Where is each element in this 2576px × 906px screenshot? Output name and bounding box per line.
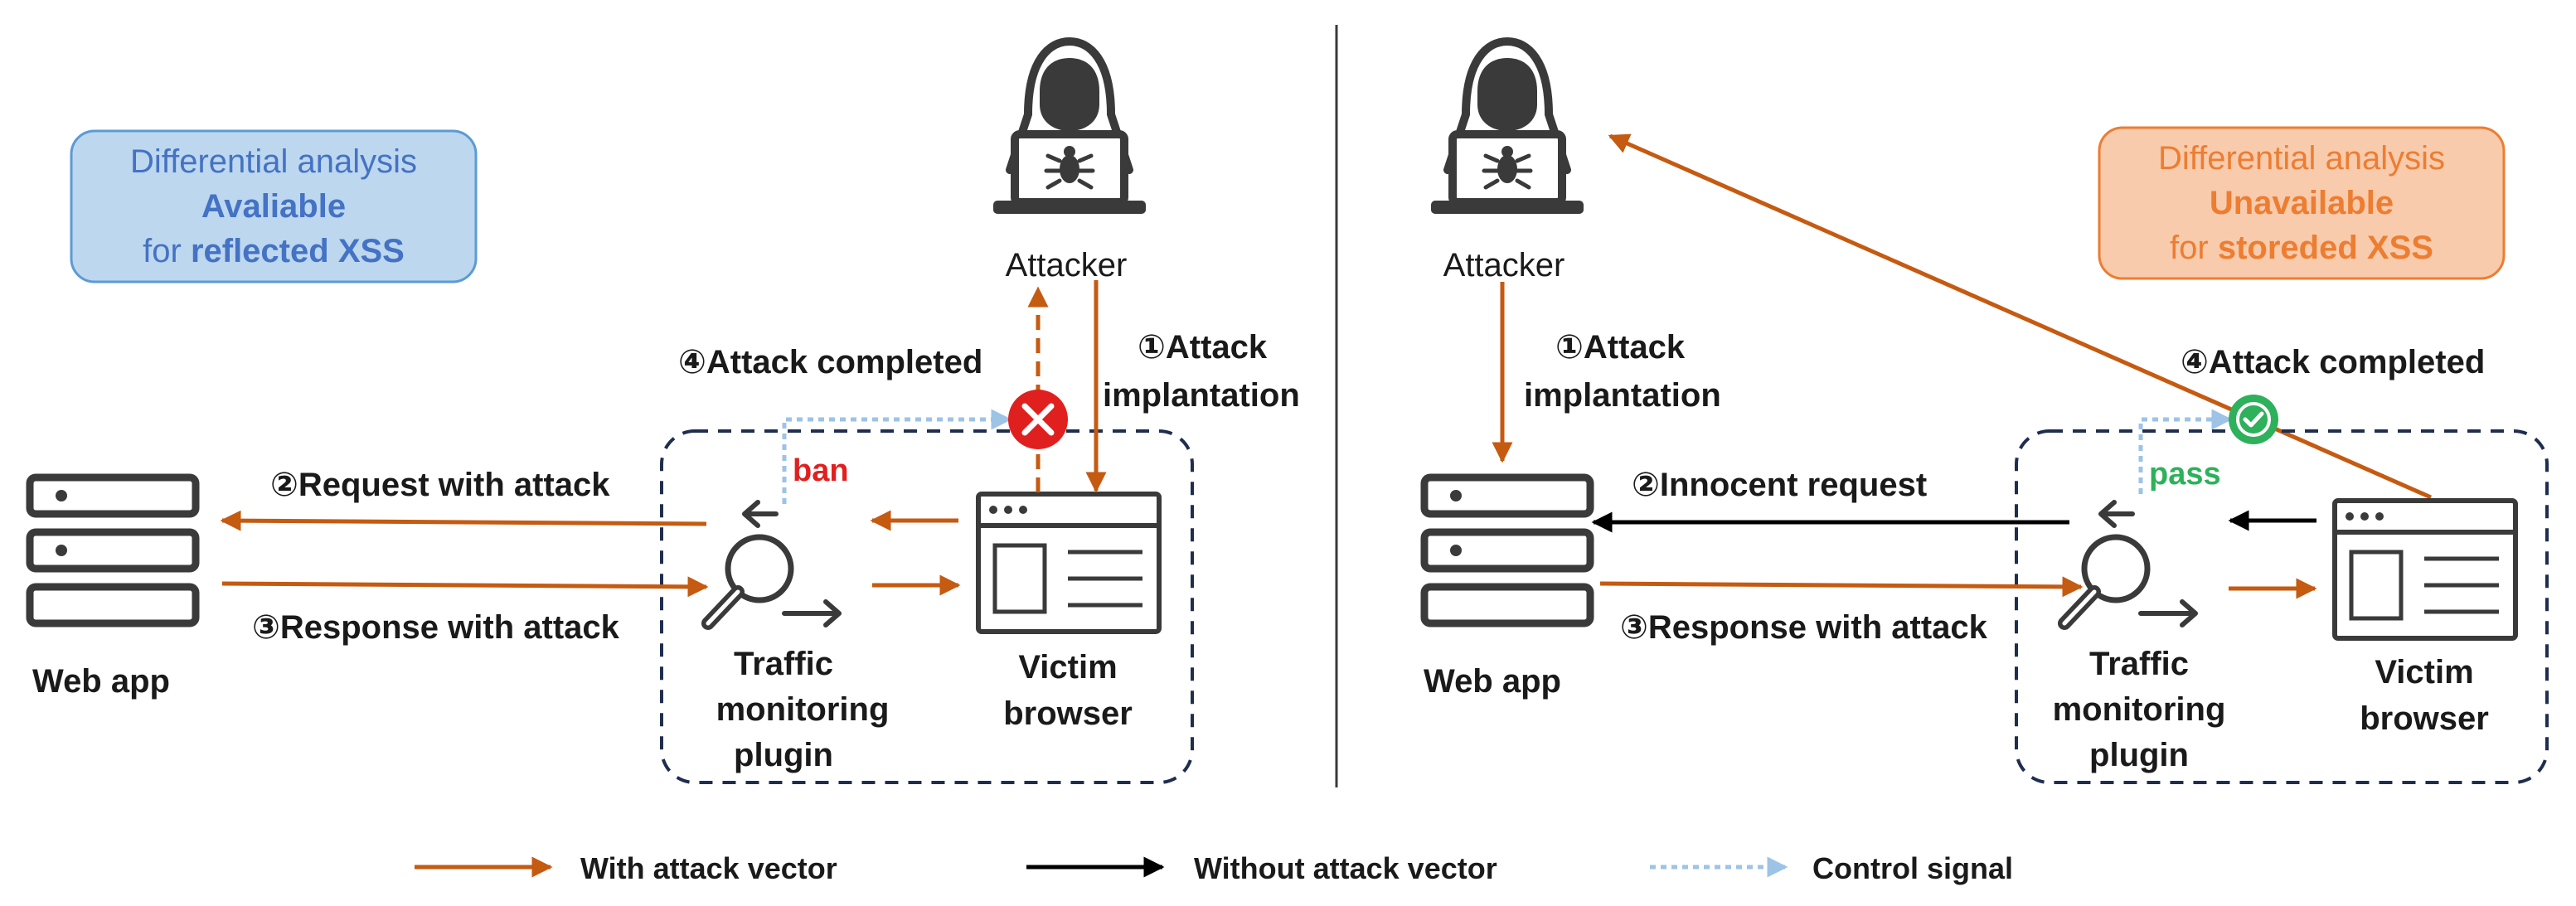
right-step2-label: ②Innocent request <box>1632 467 1927 503</box>
left-webapp-label: Web app <box>32 663 170 700</box>
right-server-icon <box>1424 477 1590 623</box>
right-browser-window-icon <box>2335 501 2515 638</box>
left-info-box: Differential analysis Avaliable for refl… <box>70 129 478 283</box>
left-step3-arrow <box>221 576 709 598</box>
legend-attack-label: With attack vector <box>580 851 837 885</box>
right-attacker-label: Attacker <box>1443 247 1565 283</box>
right-pass-label: pass <box>2149 457 2221 492</box>
left-attacker-label: Attacker <box>1006 247 1128 283</box>
right-victim-line2: browser <box>2360 700 2489 737</box>
left-info-line1: Differential analysis <box>130 143 417 180</box>
right-plugin-line3: plugin <box>2089 737 2189 773</box>
left-step2-label: ②Request with attack <box>270 467 610 503</box>
left-server-icon <box>30 477 196 623</box>
right-step4-label: ④Attack completed <box>2181 344 2485 380</box>
left-info-line3: for reflected XSS <box>143 233 405 269</box>
left-step4-label: ④Attack completed <box>678 344 982 380</box>
left-victim-line2: browser <box>1003 695 1133 732</box>
right-magnifier-icon <box>2064 502 2195 625</box>
left-step3-label: ③Response with attack <box>252 609 620 646</box>
right-hacker-icon <box>1431 41 1584 214</box>
left-step1-line2: implantation <box>1103 377 1300 414</box>
left-browser-window-icon <box>978 494 1159 632</box>
left-info-line2: Avaliable <box>201 188 346 225</box>
left-ban-label: ban <box>793 453 849 488</box>
right-webapp-label: Web app <box>1424 663 1561 700</box>
right-panel: Differential analysis Unavailable for st… <box>1424 41 2549 784</box>
right-step1-line1: ①Attack <box>1555 329 1686 366</box>
right-info-line3: for storeded XSS <box>2170 230 2433 266</box>
right-victim-line1: Victim <box>2375 654 2473 690</box>
left-step1-line1: ①Attack <box>1138 329 1268 366</box>
left-step2-arrow <box>220 510 707 531</box>
left-plugin-line1: Traffic <box>734 646 833 682</box>
legend-no-attack-label: Without attack vector <box>1194 851 1497 885</box>
right-info-line1: Differential analysis <box>2158 140 2445 177</box>
left-x-circle-icon <box>1008 390 1068 449</box>
left-plugin-line3: plugin <box>734 737 833 773</box>
left-plugin-line2: monitoring <box>716 691 890 728</box>
left-magnifier-icon <box>708 502 839 625</box>
right-step1-line2: implantation <box>1524 377 1721 414</box>
legend: With attack vector Without attack vector… <box>415 851 2013 885</box>
right-plugin-line1: Traffic <box>2089 646 2189 682</box>
right-plugin-frame <box>2015 429 2549 784</box>
left-plugin-frame <box>660 429 1194 784</box>
left-hacker-icon <box>993 41 1146 214</box>
left-panel: Differential analysis Avaliable for refl… <box>30 41 1300 784</box>
right-step4-arrow <box>1608 133 2433 500</box>
right-check-circle-icon <box>2229 395 2278 444</box>
left-victim-line1: Victim <box>1018 649 1117 686</box>
right-control-signal <box>2138 409 2233 494</box>
right-info-box: Differential analysis Unavailable for st… <box>2098 126 2506 280</box>
legend-control-label: Control signal <box>1812 851 2013 885</box>
right-step3-arrow <box>1599 576 2084 598</box>
right-info-line2: Unavailable <box>2210 185 2394 221</box>
right-step3-label: ③Response with attack <box>1620 609 1988 646</box>
right-plugin-line2: monitoring <box>2053 691 2226 728</box>
